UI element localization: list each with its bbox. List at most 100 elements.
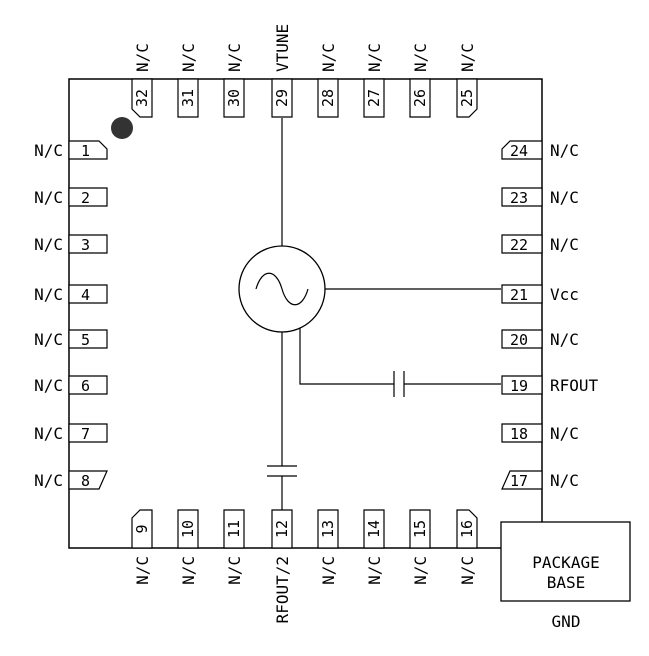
pin-25: 25 N/C <box>456 43 478 118</box>
pin-7: 7N/C <box>34 423 108 443</box>
pin-pad <box>456 509 478 549</box>
pin-number: 2 <box>81 189 90 207</box>
pin-label: N/C <box>458 43 477 72</box>
pin-pad <box>501 375 543 395</box>
pins-group: 1N/C2N/C3N/C4N/C5N/C6N/C7N/C8N/C9N/C10N/… <box>34 24 598 624</box>
pin-14: 14N/C <box>363 509 385 585</box>
pin-pad <box>363 78 385 118</box>
pin-label: N/C <box>34 141 63 160</box>
pin-pad <box>501 329 543 349</box>
pin-label: N/C <box>34 188 63 207</box>
pin-30: 30N/C <box>223 43 245 118</box>
pin-label: N/C <box>34 235 63 254</box>
pin-number: 7 <box>81 425 90 443</box>
pin-number: 16 <box>458 520 476 538</box>
pin-label: N/C <box>411 556 430 585</box>
pin-number: 18 <box>510 425 528 443</box>
pin-pad <box>317 78 339 118</box>
pin-pad <box>131 78 153 118</box>
pin-3: 3N/C <box>34 234 108 254</box>
pin-15: 15N/C <box>409 509 431 585</box>
pin-label: N/C <box>550 424 579 443</box>
pin-number: 29 <box>273 89 291 107</box>
pin-number: 1 <box>81 142 90 160</box>
pin-label: N/C <box>34 285 63 304</box>
pin-2: 2 N/C <box>34 187 108 207</box>
pin-pad <box>131 509 153 549</box>
pin-28: 28N/C <box>317 43 339 118</box>
pin-18: 18 N/C <box>501 423 579 443</box>
pin-number: 14 <box>365 520 383 538</box>
pin-label: N/C <box>365 43 384 72</box>
pin-pad <box>68 470 108 490</box>
pin-number: 17 <box>510 472 528 490</box>
gnd-label: GND <box>552 612 581 631</box>
pin-pad <box>409 509 431 549</box>
pin-label: N/C <box>411 43 430 72</box>
pin-pad <box>68 329 108 349</box>
pin-pad <box>363 509 385 549</box>
package-base-label-line1: PACKAGE <box>532 553 599 572</box>
pin-26: 26 N/C <box>409 43 431 118</box>
pin-number: 31 <box>179 89 197 107</box>
pin-label: Vcc <box>550 285 579 304</box>
pin-8: 8 N/C <box>34 470 108 490</box>
pin-label: N/C <box>319 556 338 585</box>
pin-pad <box>68 423 108 443</box>
pin-label: N/C <box>225 43 244 72</box>
pin-pad <box>68 140 108 160</box>
pin-pad <box>501 140 543 160</box>
pin-number: 9 <box>133 524 151 533</box>
pin-32: 32N/C <box>131 43 153 118</box>
pin-label: N/C <box>319 43 338 72</box>
pin-16: 16N/C <box>456 509 478 585</box>
pin-pad <box>456 78 478 118</box>
pin-label: N/C <box>34 471 63 490</box>
pin-pad <box>177 509 199 549</box>
pin-number: 32 <box>133 89 151 107</box>
pin-11: 11N/C <box>223 509 245 585</box>
pin-number: 25 <box>458 89 476 107</box>
pin-13: 13N/C <box>317 509 339 585</box>
pin-number: 24 <box>510 142 528 160</box>
pin-number: 26 <box>411 89 429 107</box>
pin-1: 1 N/C <box>34 140 108 160</box>
pin-pad <box>271 78 293 118</box>
pin-pad <box>501 470 543 490</box>
pin-31: 31N/C <box>177 43 199 118</box>
pin-label: N/C <box>365 556 384 585</box>
pin1-indicator-dot <box>111 117 133 139</box>
pin-5: 5N/C <box>34 329 108 349</box>
pin-pad <box>223 509 245 549</box>
pin-number: 23 <box>510 189 528 207</box>
pin-29: 29 VTUNE <box>271 24 293 118</box>
pin-number: 8 <box>81 472 90 490</box>
pin-label: VTUNE <box>273 24 292 72</box>
pin-number: 21 <box>510 286 528 304</box>
pin-number: 5 <box>81 331 90 349</box>
pin-label: N/C <box>550 471 579 490</box>
pin-pad <box>177 78 199 118</box>
pin-pad <box>68 375 108 395</box>
pin-pad <box>501 234 543 254</box>
pin-6: 6N/C <box>34 375 108 395</box>
pin-number: 27 <box>365 89 383 107</box>
pin-pad <box>501 423 543 443</box>
pin-number: 15 <box>411 520 429 538</box>
pin-number: 20 <box>510 331 528 349</box>
pin-number: 19 <box>510 377 528 395</box>
pin-number: 22 <box>510 236 528 254</box>
package-base-label-line2: BASE <box>547 573 586 592</box>
pin-pad <box>409 78 431 118</box>
package-base-box <box>500 521 631 602</box>
pin-4: 4N/C <box>34 284 108 304</box>
pin-number: 6 <box>81 377 90 395</box>
pin-pad <box>68 187 108 207</box>
pin-27: 27 N/C <box>363 43 385 118</box>
